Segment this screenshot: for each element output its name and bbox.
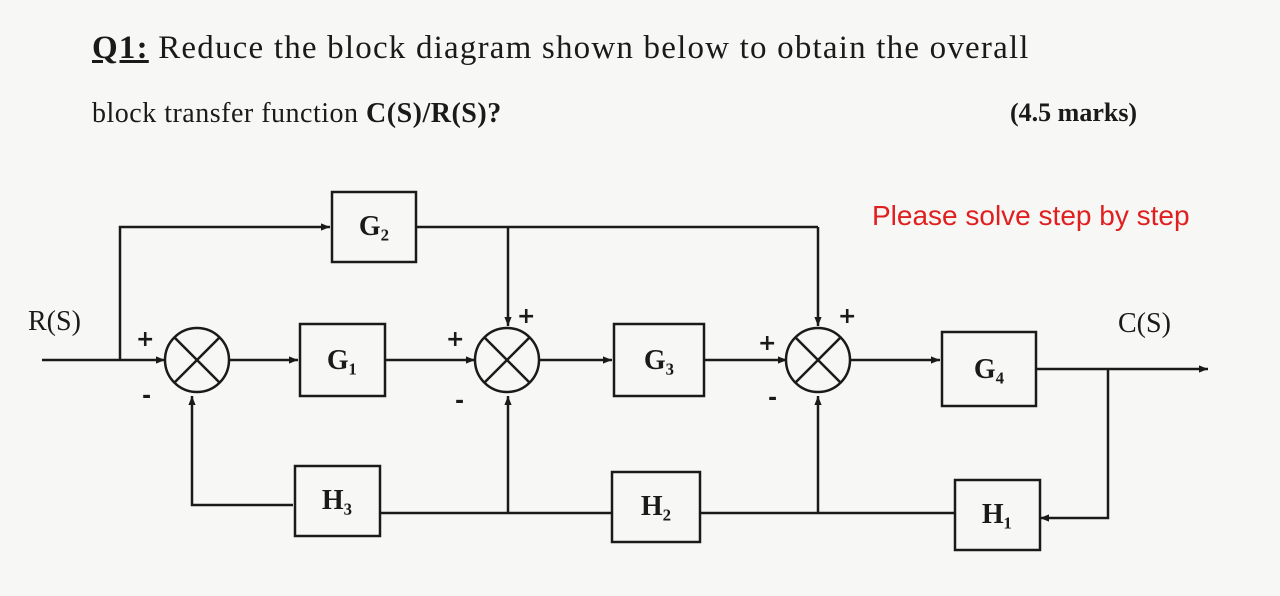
label-g3: G₃ xyxy=(644,345,674,376)
label-h2: H₂ xyxy=(641,491,671,522)
question-text-1: Reduce the block diagram shown below to … xyxy=(158,30,1030,66)
block-g2 xyxy=(330,190,418,264)
wire-fb-h1 xyxy=(1040,369,1110,522)
summing-junction-1 xyxy=(163,326,231,394)
sign-s3-top: + xyxy=(838,304,856,329)
sign-s2-fb: - xyxy=(455,389,464,414)
question-line-2: block transfer function C(S)/R(S)? xyxy=(92,98,502,130)
sign-s2-in: + xyxy=(446,327,464,352)
summing-junction-3 xyxy=(784,326,852,394)
output-label: C(S) xyxy=(1118,308,1171,339)
sign-s1-in: + xyxy=(136,327,154,352)
wire-h3-s1 xyxy=(188,396,293,507)
block-h2 xyxy=(610,470,702,544)
label-g1: G₁ xyxy=(327,345,357,376)
summing-junction-2 xyxy=(473,326,541,394)
wire-to-g2 xyxy=(118,223,330,360)
question-number: Q1: xyxy=(92,30,149,66)
marks-label: (4.5 marks) xyxy=(1010,98,1138,127)
block-g3 xyxy=(612,322,706,398)
sign-s3-in: + xyxy=(758,331,776,356)
question-text-2: block transfer function xyxy=(92,98,359,129)
label-h3: H₃ xyxy=(322,485,352,516)
block-h1 xyxy=(953,478,1042,552)
sign-s1-fb: - xyxy=(142,384,151,409)
transfer-function-text: C(S)/R(S)? xyxy=(366,98,502,129)
solve-note: Please solve step by step xyxy=(872,200,1190,231)
question-line-1: Q1: Reduce the block diagram shown below… xyxy=(92,30,1030,67)
block-h3 xyxy=(293,464,382,538)
sign-s3-fb: - xyxy=(768,386,777,411)
label-g2: G₂ xyxy=(359,211,389,242)
label-g4: G₄ xyxy=(974,354,1005,385)
label-h1: H₁ xyxy=(982,499,1012,530)
input-label: R(S) xyxy=(28,306,81,337)
block-g4 xyxy=(940,330,1038,408)
sign-s2-top: + xyxy=(517,304,535,329)
block-g1 xyxy=(298,322,387,398)
